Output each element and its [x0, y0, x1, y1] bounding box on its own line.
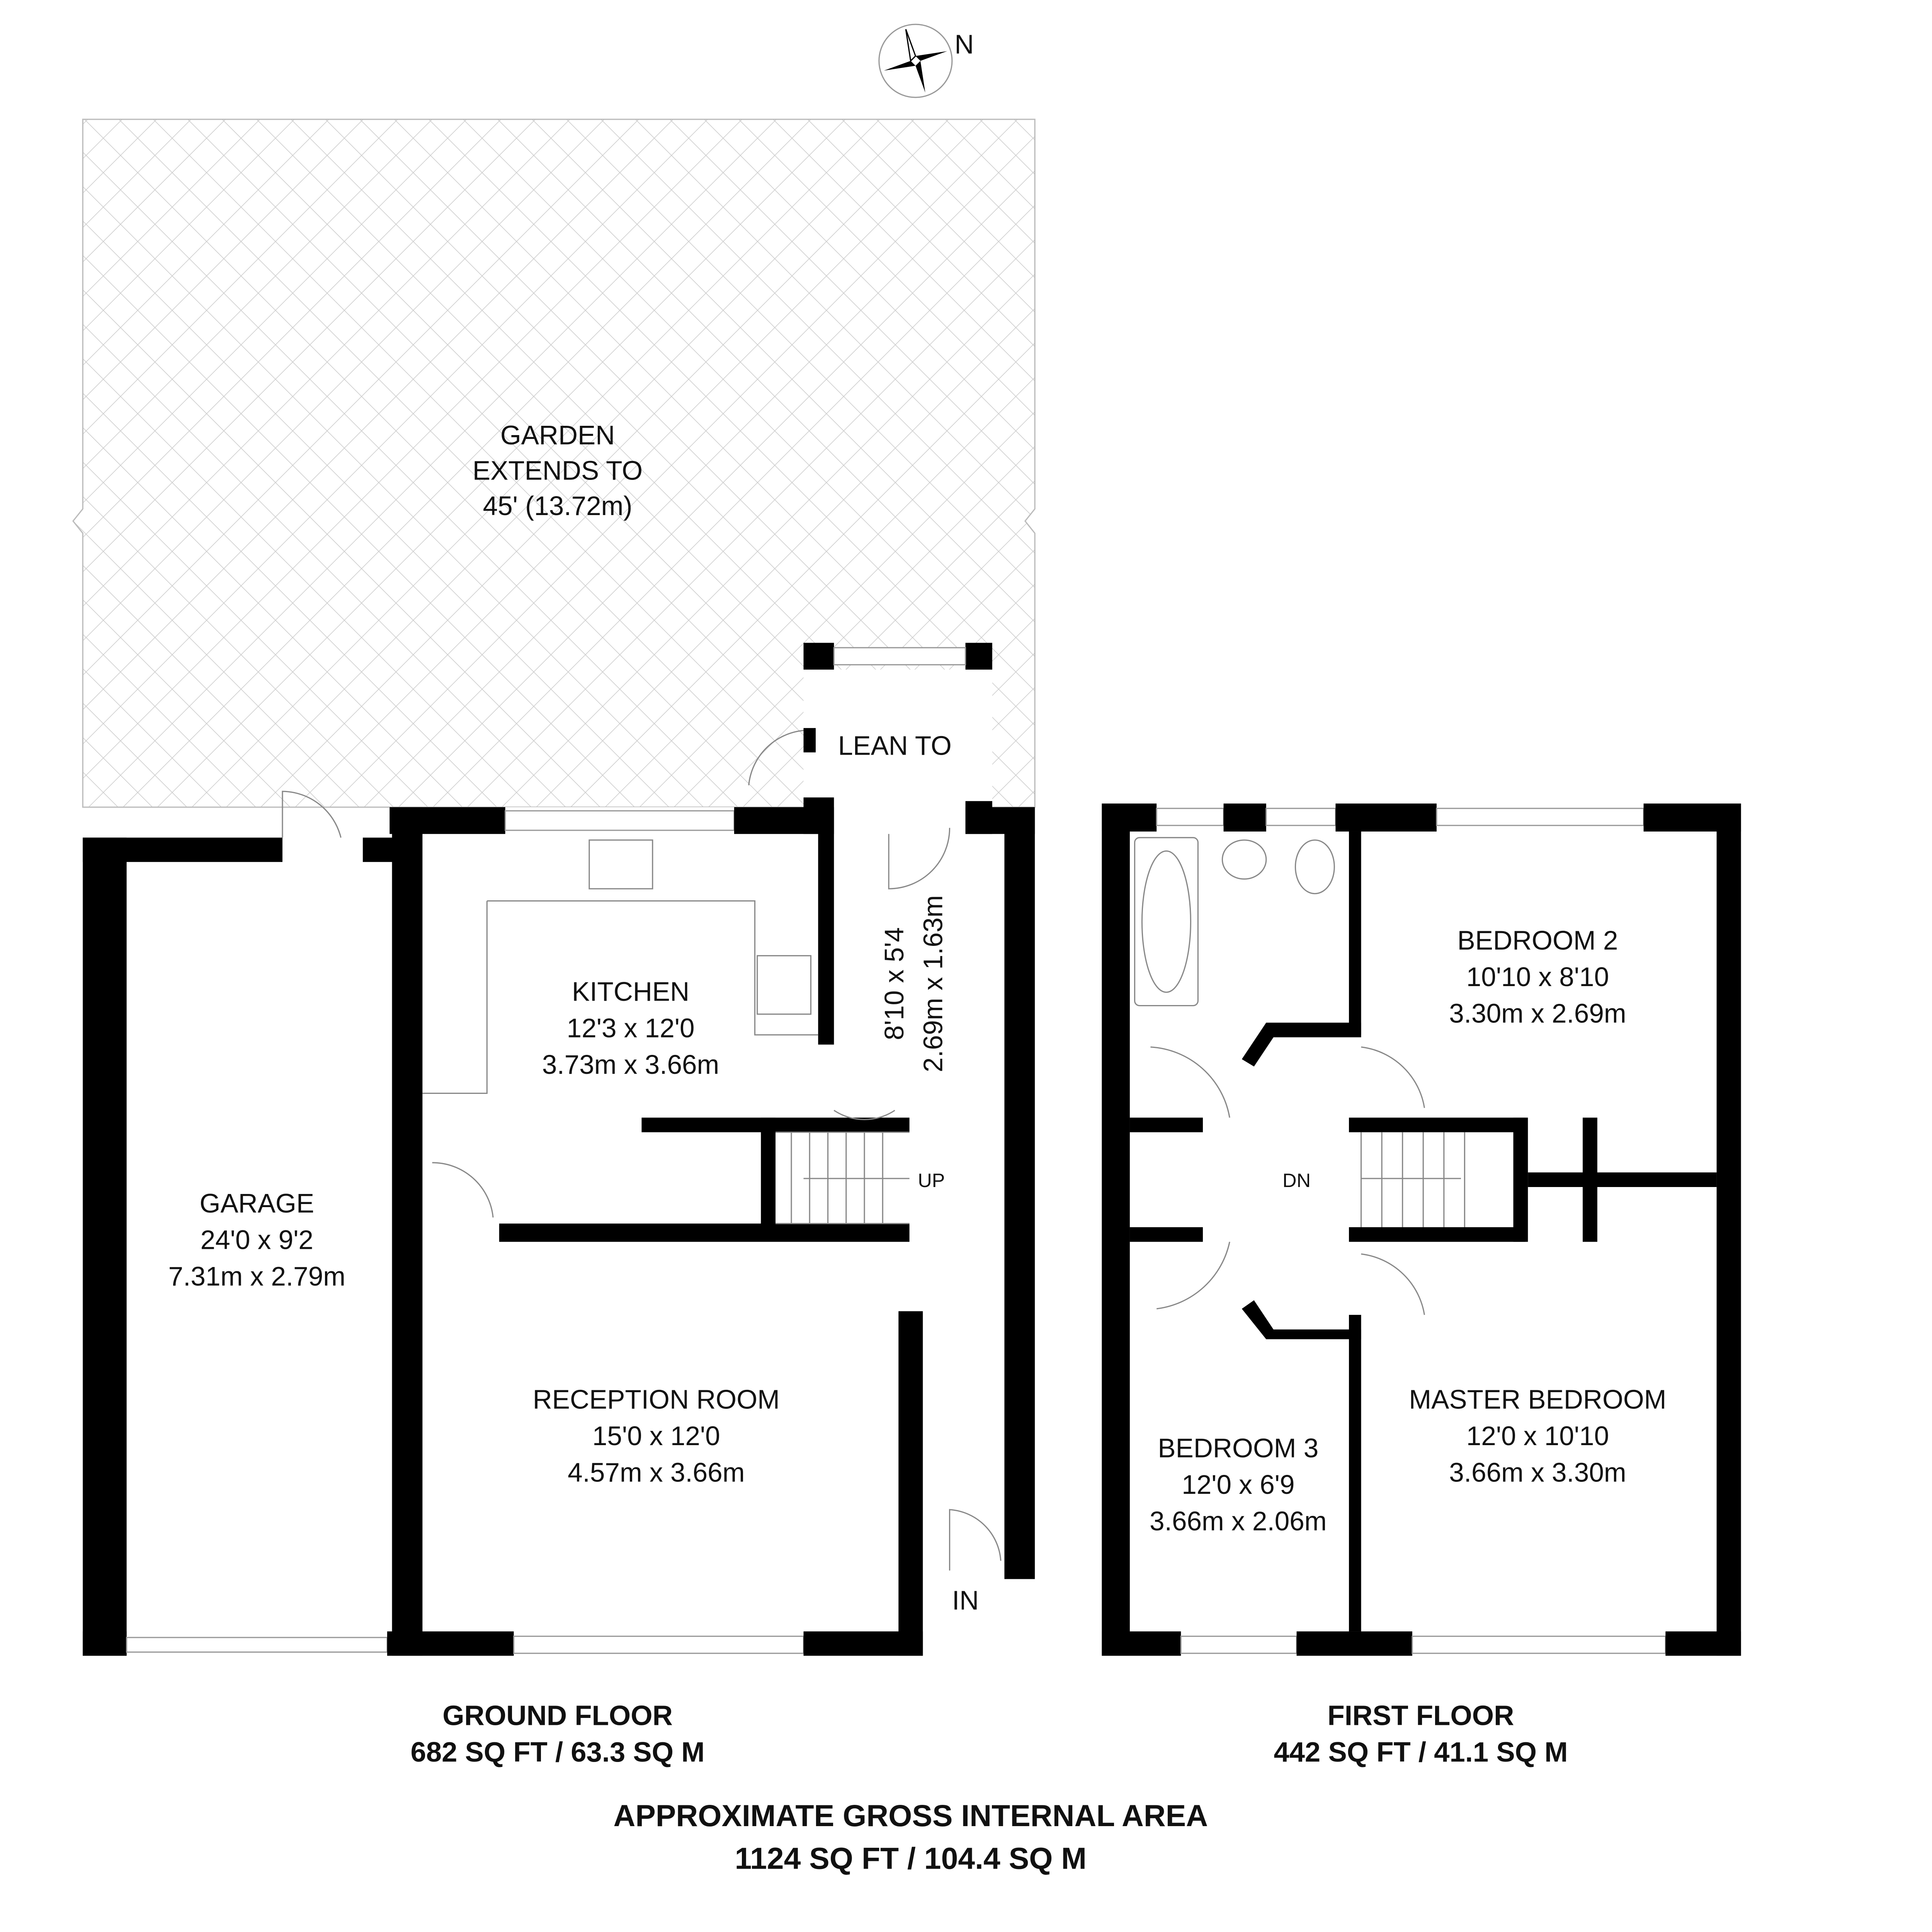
garage-imperial: 24'0 x 9'2 — [201, 1225, 313, 1255]
total-area-title: APPROXIMATE GROSS INTERNAL AREA — [613, 1799, 1208, 1833]
bedroom3-name: BEDROOM 3 — [1158, 1433, 1318, 1463]
bedroom2-imperial: 10'10 x 8'10 — [1466, 962, 1609, 992]
ground-floor-title: GROUND FLOOR — [442, 1700, 673, 1731]
bedroom2-name: BEDROOM 2 — [1458, 925, 1618, 956]
bedroom2-metric: 3.30m x 2.69m — [1449, 998, 1626, 1029]
ground-floor-walls — [83, 643, 1035, 1656]
floor-plan: N GARDEN EXTENDS TO 45' (13.72m) LEAN TO… — [72, 24, 1741, 1875]
compass-icon: N — [878, 24, 974, 98]
lean-to-label: LEAN TO — [838, 730, 952, 760]
master-bedroom-metric: 3.66m x 3.30m — [1449, 1458, 1626, 1488]
entrance-label: IN — [952, 1585, 979, 1615]
stairs-up-label: UP — [918, 1169, 945, 1191]
master-bedroom-name: MASTER BEDROOM — [1409, 1384, 1666, 1414]
bedroom3-imperial: 12'0 x 6'9 — [1182, 1469, 1294, 1500]
ground-floor-area: 682 SQ FT / 63.3 SQ M — [411, 1736, 705, 1768]
reception-metric: 4.57m x 3.66m — [568, 1458, 745, 1488]
hall-metric: 2.69m x 1.63m — [918, 895, 948, 1072]
kitchen-metric: 3.73m x 3.66m — [542, 1049, 719, 1080]
master-bedroom-imperial: 12'0 x 10'10 — [1466, 1421, 1609, 1451]
garage-name: GARAGE — [200, 1188, 315, 1218]
first-floor-area: 442 SQ FT / 41.1 SQ M — [1274, 1736, 1568, 1768]
garage-metric: 7.31m x 2.79m — [168, 1261, 345, 1291]
garden-label-2: EXTENDS TO — [473, 455, 643, 485]
kitchen-imperial: 12'3 x 12'0 — [567, 1013, 695, 1043]
kitchen-name: KITCHEN — [572, 976, 689, 1007]
hall-imperial: 8'10 x 5'4 — [879, 927, 909, 1040]
reception-imperial: 15'0 x 12'0 — [592, 1421, 720, 1451]
garden-area: GARDEN EXTENDS TO 45' (13.72m) — [72, 119, 1036, 808]
first-floor-title: FIRST FLOOR — [1327, 1700, 1514, 1731]
total-area: 1124 SQ FT / 104.4 SQ M — [735, 1841, 1087, 1875]
compass-north-label: N — [954, 29, 974, 60]
first-floor-walls — [1102, 803, 1741, 1656]
reception-name: RECEPTION ROOM — [533, 1384, 780, 1414]
stairs-down-label: DN — [1282, 1169, 1311, 1191]
bedroom3-metric: 3.66m x 2.06m — [1150, 1506, 1327, 1536]
garden-label: GARDEN — [500, 420, 615, 450]
garden-size: 45' (13.72m) — [483, 491, 633, 521]
